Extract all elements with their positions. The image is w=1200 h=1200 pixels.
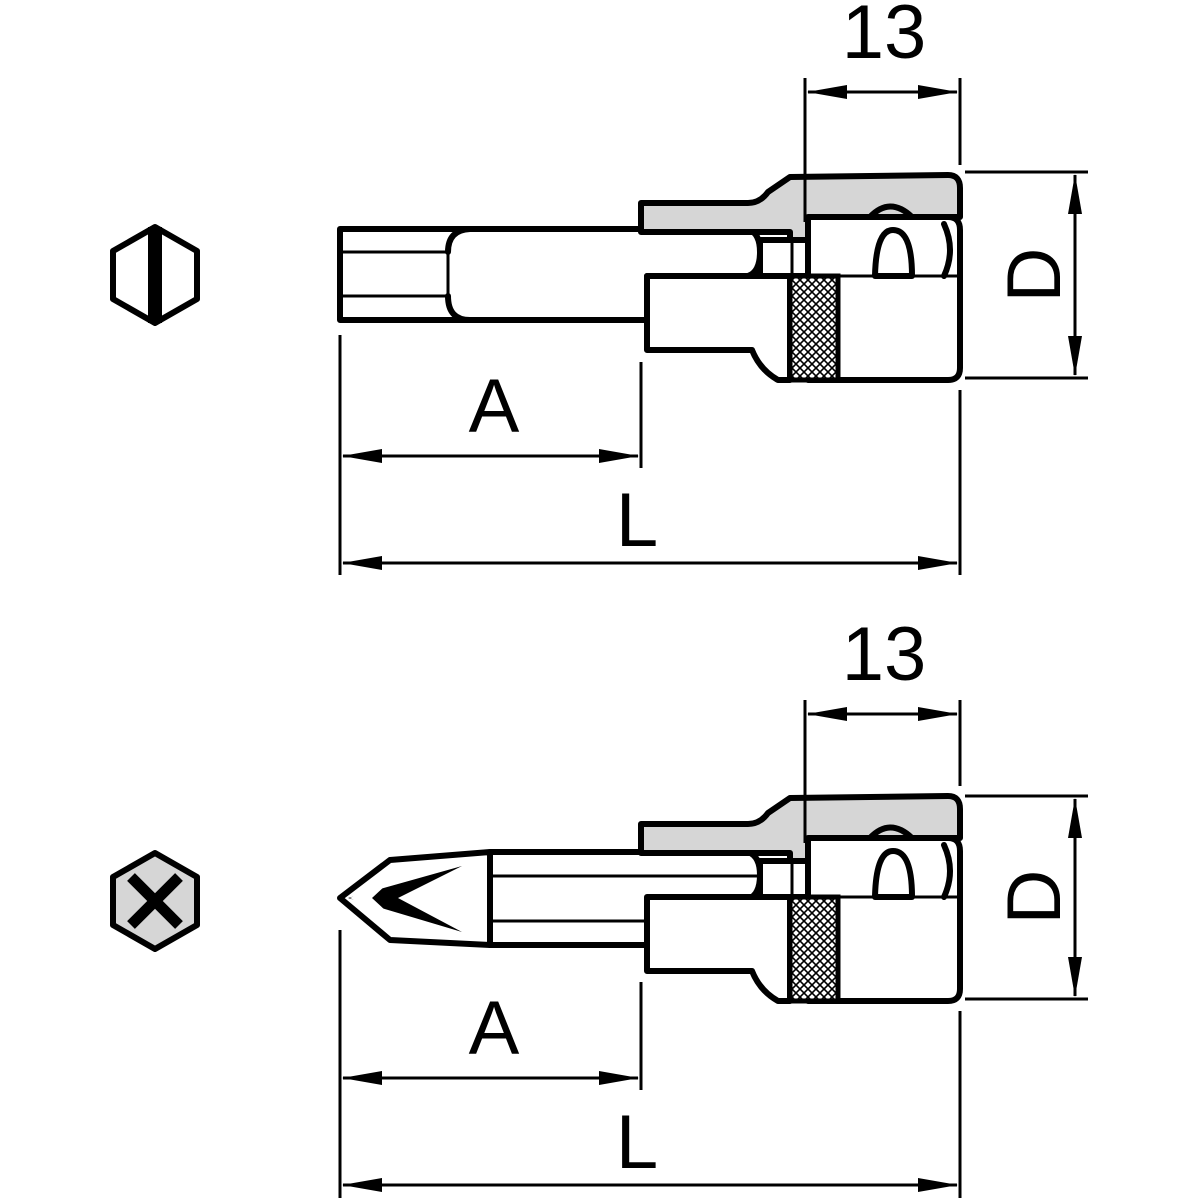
dim-diameter: D: [965, 170, 1088, 380]
dim-width-label: 13: [842, 0, 927, 75]
dim-tip-length-label: A: [469, 364, 520, 449]
dim-tip-length-label-2: A: [469, 986, 520, 1071]
figure-slotted: 13 D A L: [110, 0, 1088, 575]
dim-width-2: 13: [803, 612, 962, 843]
slotted-socket-body: [641, 175, 960, 380]
dim-overall-length-2: L: [342, 1011, 962, 1198]
slotted-hex-icon: [110, 224, 200, 326]
dim-width-label-2: 13: [842, 612, 927, 697]
dim-overall-length: L: [342, 390, 962, 575]
figure-phillips: 13 D A L: [110, 612, 1088, 1198]
dim-diameter-2: D: [965, 794, 1088, 1001]
dim-overall-length-label-2: L: [616, 1100, 658, 1185]
dim-diameter-label: D: [992, 248, 1077, 303]
phillips-hex-icon: [110, 850, 200, 952]
dim-tip-length: A: [338, 335, 643, 575]
dim-width: 13: [803, 0, 962, 222]
dim-overall-length-label: L: [616, 478, 658, 563]
dim-tip-length-2: A: [338, 930, 643, 1198]
phillips-socket-body: [641, 796, 960, 1001]
dim-diameter-label-2: D: [992, 870, 1077, 925]
